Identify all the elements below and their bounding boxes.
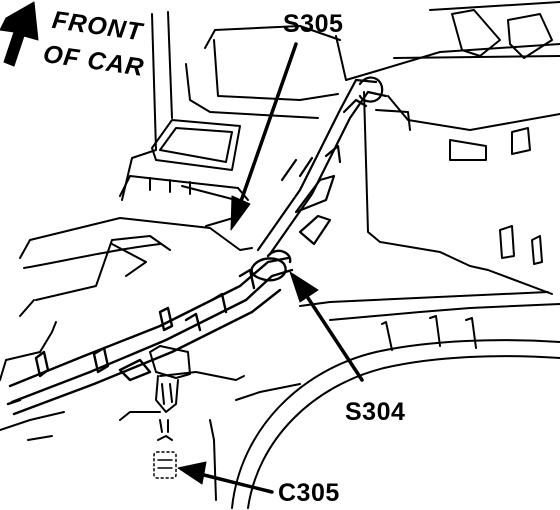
leader-s304 <box>289 271 364 382</box>
rear-window-opening <box>119 119 249 227</box>
leader-s305 <box>230 42 298 231</box>
arrow-up-left-icon <box>0 1 39 67</box>
connector-c305-body <box>153 451 177 479</box>
callout-s305-label: S305 <box>283 10 344 38</box>
callout-c305-label: C305 <box>278 479 340 507</box>
callout-s304-label: S304 <box>345 398 406 426</box>
connector-c305-pigtail <box>149 345 191 441</box>
wheel-house <box>231 291 560 509</box>
harness-upper-branch <box>256 76 388 256</box>
body-panel-outlines <box>121 1 560 295</box>
floor-pan <box>0 217 301 501</box>
leader-c305 <box>177 461 274 494</box>
harness-main-run <box>6 249 294 416</box>
